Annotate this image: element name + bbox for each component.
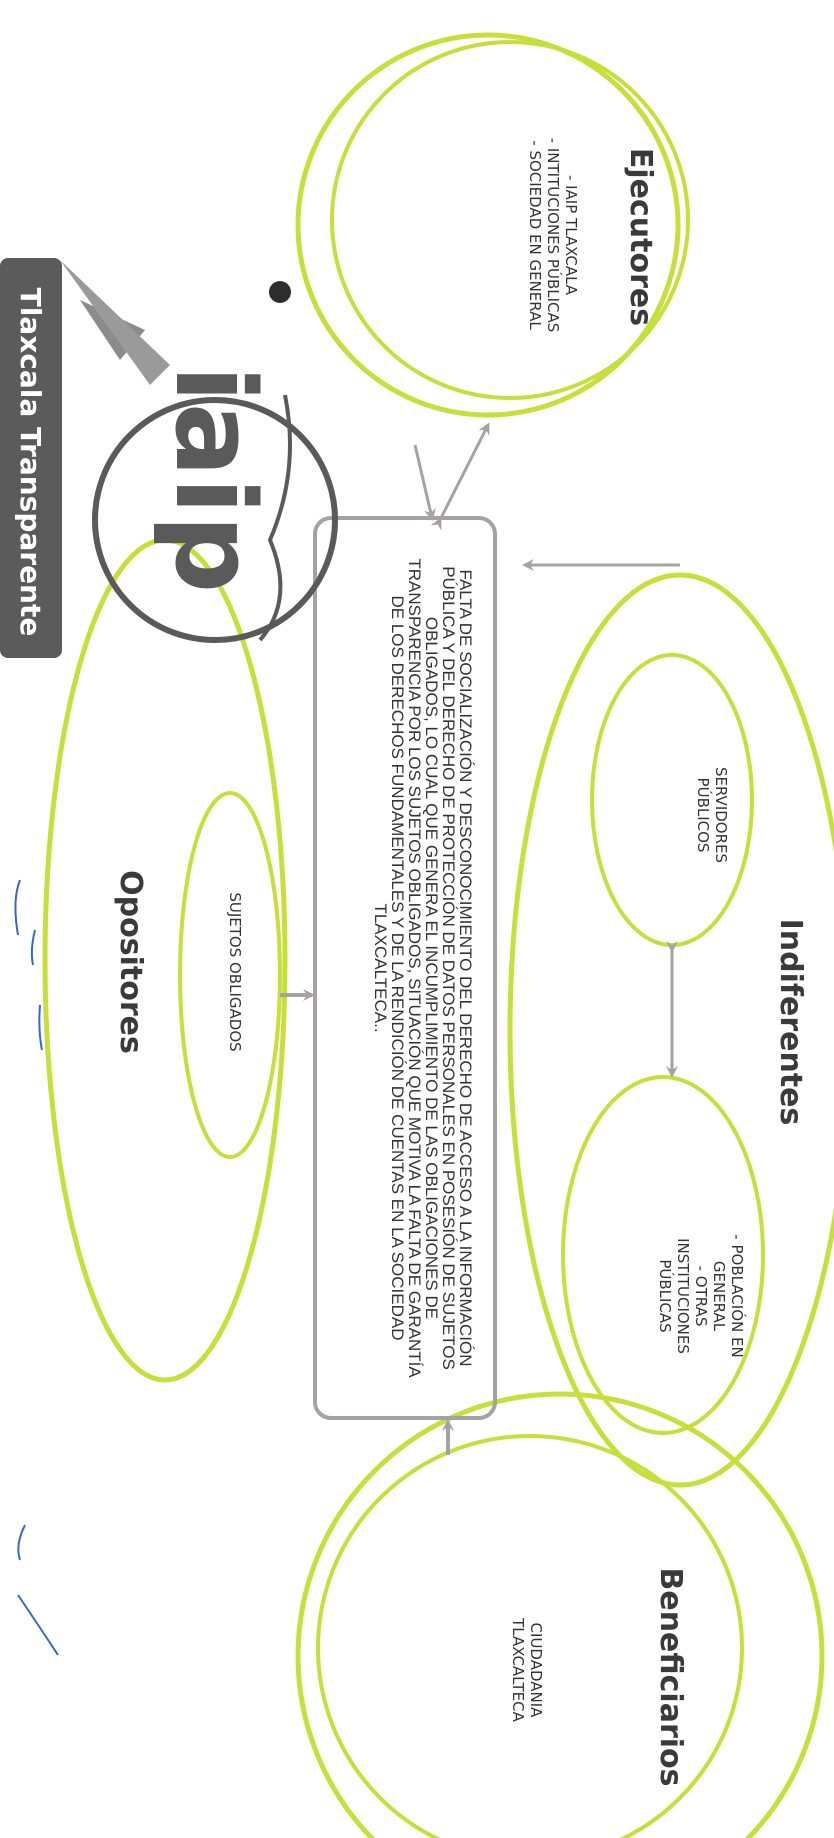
- beneficiarios-item: TLAXCALTECA: [509, 1618, 527, 1722]
- poblacion-item: INSTITUCIONES: [674, 1238, 692, 1354]
- ejecutores-items: - IAIP TLAXCALA - INTITUCIONES PÚBLICAS …: [520, 125, 580, 345]
- opositores-outer-ring: [42, 537, 288, 1383]
- poblacion-item: PÚBLICAS: [656, 1259, 674, 1333]
- servidores-item: SERVIDORES: [712, 766, 730, 864]
- stamp-banner: [0, 258, 62, 658]
- handwritten-signature: [14, 879, 59, 1656]
- poblacion-item: - OTRAS: [692, 1265, 710, 1327]
- sujetos-ring: [178, 791, 282, 1159]
- poblacion-item: - POBLACIÓN EN: [728, 1234, 746, 1358]
- poblacion-item: GENERAL: [710, 1260, 728, 1332]
- ejecutores-outer-ring: [295, 32, 681, 418]
- opositores-items: SUJETOS OBLIGADOS: [223, 882, 247, 1062]
- problem-box: [313, 516, 497, 1420]
- poblacion-ring: [561, 1075, 765, 1435]
- poblacion-items: - POBLACIÓN EN GENERAL - OTRAS INSTITUCI…: [654, 1196, 746, 1396]
- indiferentes-title: Indiferentes: [773, 918, 808, 1126]
- beneficiarios-outer-ring: [295, 1391, 825, 1838]
- indiferentes-outer-ring: [507, 572, 834, 1488]
- stamp-logo-text: iaip: [151, 365, 279, 594]
- servidores-items: SERVIDORES PÚBLICOS: [690, 755, 730, 875]
- beneficiarios-items: CIUDADANIA TLAXCALTECA: [505, 1600, 545, 1740]
- ejecutores-arrow-secondary: [413, 444, 436, 521]
- iaip-stamp-logo: [60, 260, 338, 643]
- ejecutores-title: Ejecutores: [623, 147, 658, 327]
- beneficiarios-title: Beneficiarios: [653, 1567, 688, 1787]
- opositores-title: Opositores: [113, 870, 148, 1054]
- beneficiarios-inner-ring: [316, 1434, 744, 1838]
- stamp-banner-text: Tlaxcala Transparente: [14, 287, 47, 637]
- opositores-item: SUJETOS OBLIGADOS: [226, 892, 244, 1052]
- ejecutores-item: - SOCIEDAD EN GENERAL: [526, 140, 544, 330]
- ejecutores-item: - IAIP TLAXCALA: [562, 174, 580, 296]
- ejecutores-arrow: [430, 422, 490, 531]
- ejecutores-inner-ring: [330, 40, 690, 400]
- problem-statement: FALTA DE SOCIALIZACIÓN Y DESCONOCIMIENTO…: [371, 558, 475, 1378]
- beneficiarios-item: CIUDADANIA: [527, 1622, 545, 1718]
- ejecutores-item: - INTITUCIONES PÚBLICAS: [544, 137, 562, 333]
- servidores-item: PÚBLICOS: [694, 777, 712, 853]
